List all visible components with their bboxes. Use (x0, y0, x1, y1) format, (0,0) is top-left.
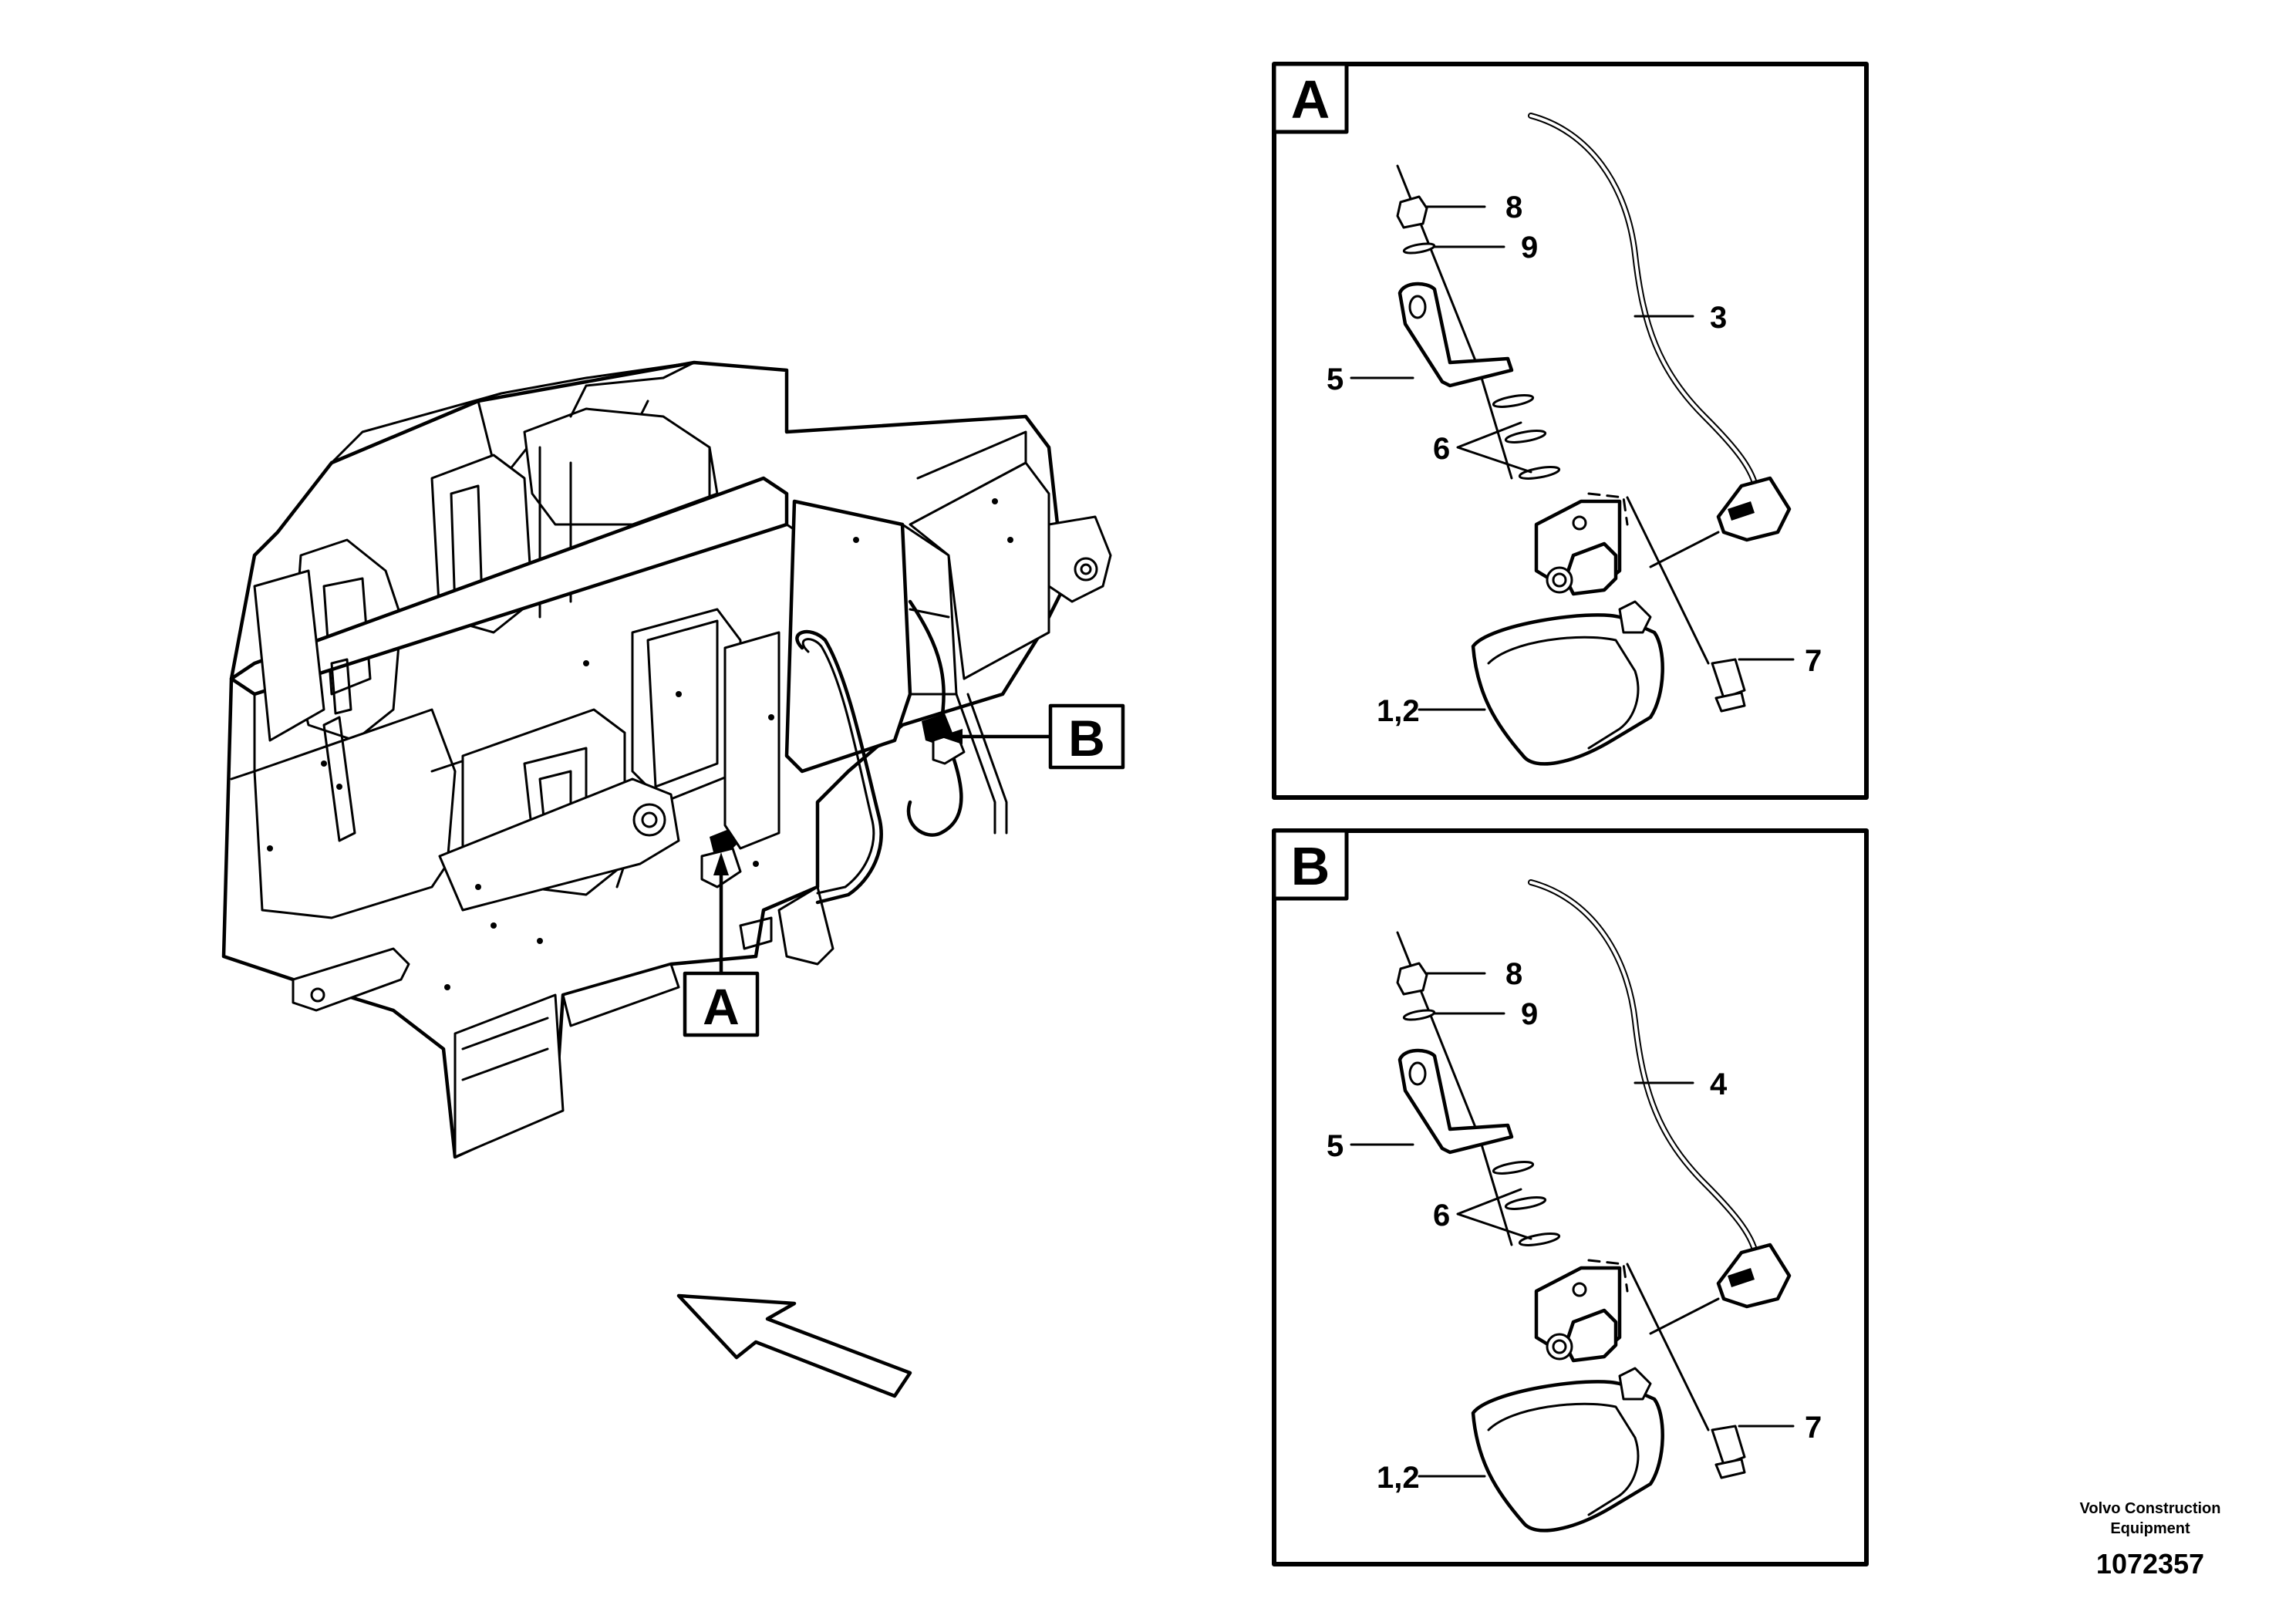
detail-a-tag: A (1291, 69, 1330, 130)
label-3-a: 3 (1710, 301, 1727, 335)
callout-a-overview[interactable]: A (683, 852, 760, 1037)
label-9-a: 9 (1521, 231, 1538, 265)
label-9-b: 9 (1521, 997, 1538, 1031)
lamp-b (1471, 1380, 1664, 1533)
nut-b (1396, 962, 1428, 996)
company-name-line1: Volvo Construction (2080, 1500, 2221, 1517)
label-8-b: 8 (1505, 957, 1522, 991)
detail-view-a: A 8 (1272, 62, 1869, 800)
drawing-number: 1072357 (2096, 1548, 2204, 1580)
lamp-a (1471, 613, 1664, 766)
connector-a (1716, 476, 1792, 542)
detail-a-tag-box (1272, 62, 1349, 134)
view-direction-arrow (676, 1293, 912, 1398)
drawing-footer: Volvo Construction Equipment 1072357 (2080, 1500, 2221, 1580)
detail-view-b: B (1272, 828, 1869, 1566)
callout-a-letter: A (703, 978, 740, 1035)
label-5-a: 5 (1327, 363, 1344, 396)
bracket-a (1397, 282, 1514, 388)
machine-frame-overview (221, 360, 1112, 1159)
label-12-b: 1,2 (1377, 1461, 1420, 1495)
connector-b (1716, 1243, 1792, 1309)
bracket-b (1397, 1048, 1514, 1155)
callout-b-letter: B (1068, 710, 1105, 767)
label-4-b: 4 (1710, 1067, 1728, 1101)
label-5-b: 5 (1327, 1129, 1344, 1163)
detail-b-frame (1272, 828, 1869, 1566)
callout-b-overview[interactable]: B (939, 703, 1125, 770)
detail-b-tag-box (1272, 828, 1349, 901)
detail-b-tag: B (1291, 836, 1330, 896)
label-7-b: 7 (1805, 1411, 1822, 1445)
company-name-line2: Equipment (2110, 1520, 2190, 1537)
label-6-b: 6 (1433, 1199, 1450, 1233)
nut-a (1396, 195, 1428, 229)
label-7-a: 7 (1805, 644, 1822, 678)
label-12-a: 1,2 (1377, 694, 1420, 728)
label-6-a: 6 (1433, 432, 1450, 466)
detail-a-frame (1272, 62, 1869, 800)
label-8-a: 8 (1505, 191, 1522, 224)
